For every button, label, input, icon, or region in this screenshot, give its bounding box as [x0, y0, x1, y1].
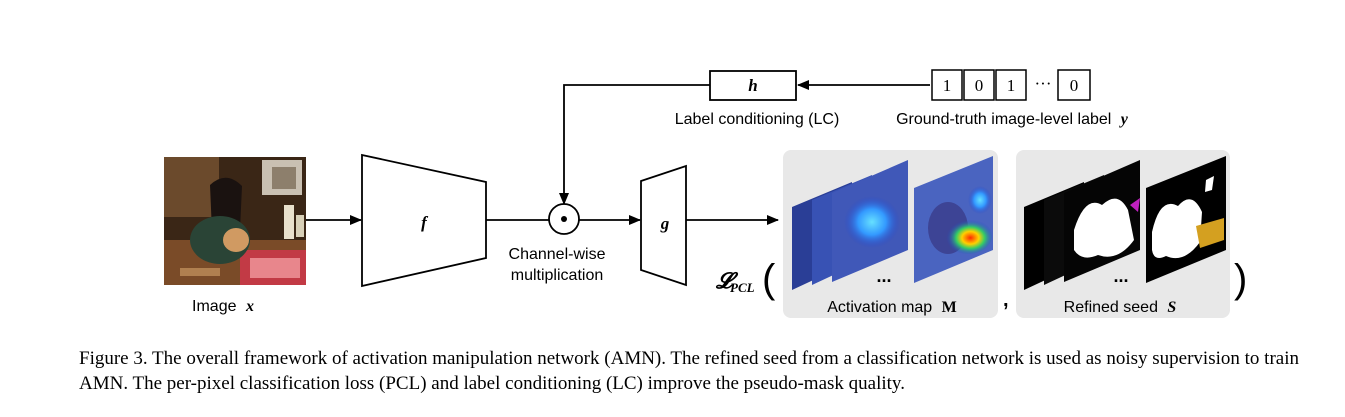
- image-symbol: x: [245, 298, 254, 315]
- svg-text:Ground-truth image-level label: Ground-truth image-level label y: [896, 111, 1129, 128]
- image-caption: Image x: [192, 298, 254, 315]
- activation-caption: Activation map M: [827, 299, 957, 316]
- label-value-1: 1: [943, 76, 952, 95]
- gt-symbol: y: [1119, 111, 1129, 128]
- close-paren: ): [1234, 257, 1247, 301]
- activation-caption-text: Activation map: [827, 299, 932, 316]
- label-cell-3: [995, 69, 1027, 101]
- loss-subscript: PCL: [730, 280, 755, 295]
- g-network: [640, 164, 687, 287]
- channel-mult-dot: [561, 216, 567, 222]
- refined-seed-stack: ...: [1024, 156, 1226, 290]
- f-network: [361, 153, 487, 288]
- label-value-2: 0: [975, 76, 984, 95]
- label-value-3: 1: [1007, 76, 1016, 95]
- refined-caption-text: Refined seed: [1064, 299, 1158, 316]
- h-label: h: [748, 76, 757, 95]
- arrow-h-to-odot: [559, 84, 710, 205]
- input-image: [164, 157, 306, 285]
- gt-label-caption: Ground-truth image-level label y: [896, 111, 1129, 128]
- label-vector: 1 0 1 ··· 0: [931, 69, 1091, 101]
- label-ellipsis: ···: [1035, 74, 1052, 93]
- f-label: f: [421, 213, 429, 232]
- refined-caption: Refined seed S: [1064, 299, 1177, 316]
- activation-stack-dots: ...: [876, 266, 891, 286]
- lc-caption: Label conditioning (LC): [675, 111, 840, 128]
- figure-caption: Figure 3. The overall framework of activ…: [79, 348, 1299, 394]
- activation-symbol: M: [942, 299, 957, 316]
- g-label: g: [660, 214, 670, 233]
- label-cell-4: [1057, 69, 1091, 101]
- comma: ,: [1003, 289, 1009, 311]
- label-cell-1: [931, 69, 963, 101]
- refined-stack-dots: ...: [1113, 266, 1128, 286]
- activation-map-stack: ...: [792, 156, 993, 290]
- gt-caption-text: Ground-truth image-level label: [896, 111, 1111, 128]
- label-value-4: 0: [1070, 76, 1079, 95]
- open-paren: (: [762, 257, 776, 301]
- image-caption-text: Image: [192, 298, 237, 315]
- refined-symbol: S: [1167, 299, 1176, 316]
- channel-caption-line1: Channel-wise: [509, 246, 606, 263]
- channel-caption-line2: multiplication: [511, 267, 603, 284]
- label-cell-2: [963, 69, 995, 101]
